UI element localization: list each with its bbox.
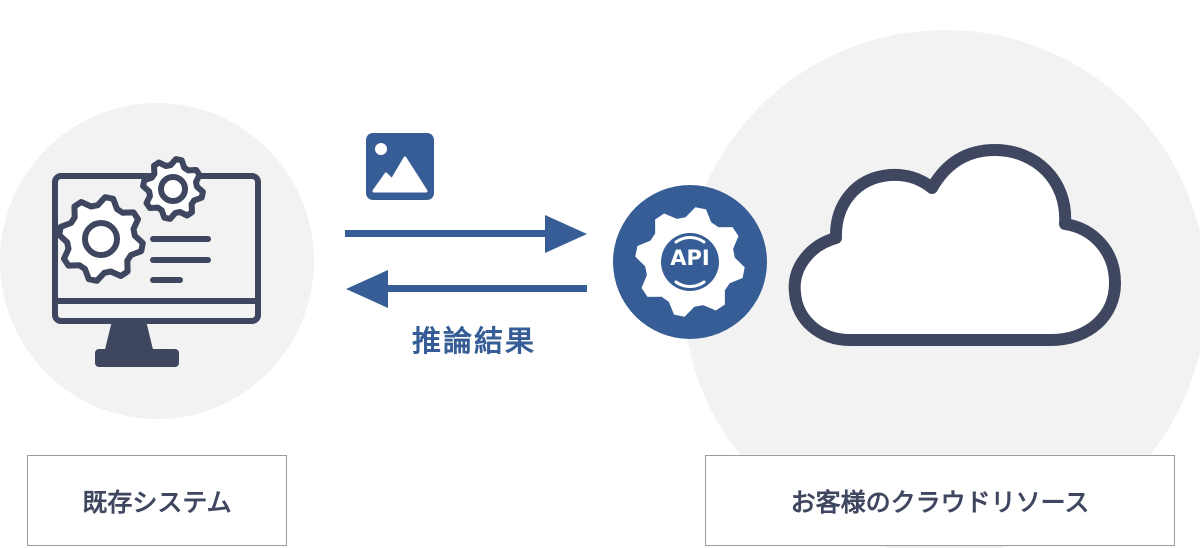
inference-result-label: 推論結果: [412, 324, 537, 358]
api-label: API: [670, 246, 710, 270]
cloud-icon: [788, 144, 1121, 346]
monitor-gears-icon: [52, 156, 261, 367]
existing-system-label: 既存システム: [27, 455, 287, 546]
customer-cloud-text: お客様のクラウドリソース: [790, 487, 1090, 517]
image-icon: [366, 133, 434, 200]
api-gear-icon: [613, 185, 767, 339]
existing-system-text: 既存システム: [82, 487, 232, 517]
arrow-left-icon: [346, 270, 587, 308]
arrow-right-icon: [345, 215, 587, 253]
customer-cloud-label: お客様のクラウドリソース: [705, 455, 1175, 546]
